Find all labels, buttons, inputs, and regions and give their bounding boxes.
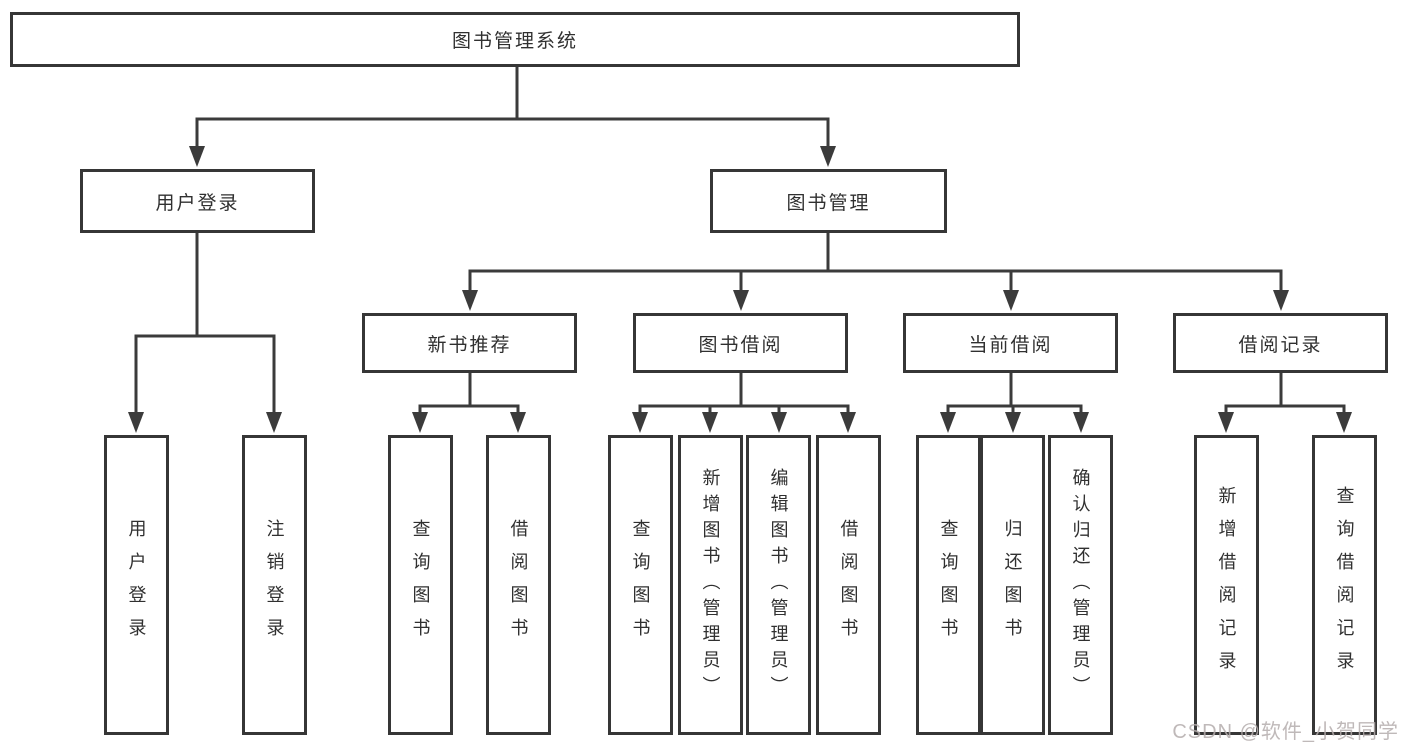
node-label: 当前借阅 — [968, 334, 1053, 356]
node-current-borrow: 当前借阅 — [903, 313, 1118, 373]
leaf-return-books: 归还图书 — [980, 435, 1045, 735]
leaf-user-login: 用户登录 — [104, 435, 169, 735]
node-label: 归还图书 — [1002, 519, 1023, 651]
node-label: 借阅图书 — [508, 519, 529, 651]
node-label: 图书借阅 — [698, 334, 783, 356]
node-user-login: 用户登录 — [80, 169, 315, 233]
node-label: 新增图书（管理员） — [700, 468, 721, 702]
node-label: 用户登录 — [155, 192, 240, 214]
node-label: 新增借阅记录 — [1216, 486, 1237, 684]
leaf-query-books-borrow: 查询图书 — [608, 435, 673, 735]
node-new-book-recommend: 新书推荐 — [362, 313, 577, 373]
node-label: 确认归还（管理员） — [1070, 468, 1091, 702]
node-label: 注销登录 — [264, 519, 285, 651]
leaf-add-books-admin: 新增图书（管理员） — [678, 435, 743, 735]
node-label: 借阅记录 — [1238, 334, 1323, 356]
node-label: 图书管理 — [786, 192, 871, 214]
leaf-edit-books-admin: 编辑图书（管理员） — [746, 435, 811, 735]
leaf-add-borrow-record: 新增借阅记录 — [1194, 435, 1259, 735]
node-label: 用户登录 — [126, 519, 147, 651]
node-root: 图书管理系统 — [10, 12, 1020, 67]
node-label: 查询图书 — [938, 519, 959, 651]
leaf-query-borrow-record: 查询借阅记录 — [1312, 435, 1377, 735]
node-label: 编辑图书（管理员） — [768, 468, 789, 702]
leaf-confirm-return-admin: 确认归还（管理员） — [1048, 435, 1113, 735]
leaf-query-books-newbooks: 查询图书 — [388, 435, 453, 735]
leaf-query-books-current: 查询图书 — [916, 435, 981, 735]
leaf-borrow-books: 借阅图书 — [816, 435, 881, 735]
node-book-borrow: 图书借阅 — [633, 313, 848, 373]
node-borrow-records: 借阅记录 — [1173, 313, 1388, 373]
node-label: 借阅图书 — [838, 519, 859, 651]
node-label: 查询借阅记录 — [1334, 486, 1355, 684]
node-label: 新书推荐 — [427, 334, 512, 356]
watermark: CSDN @软件_小贺同学 — [1172, 721, 1399, 743]
leaf-borrow-books-newbooks: 借阅图书 — [486, 435, 551, 735]
node-label: 查询图书 — [410, 519, 431, 651]
node-label: 图书管理系统 — [451, 31, 578, 52]
node-book-management: 图书管理 — [710, 169, 947, 233]
node-label: 查询图书 — [630, 519, 651, 651]
leaf-logout: 注销登录 — [242, 435, 307, 735]
